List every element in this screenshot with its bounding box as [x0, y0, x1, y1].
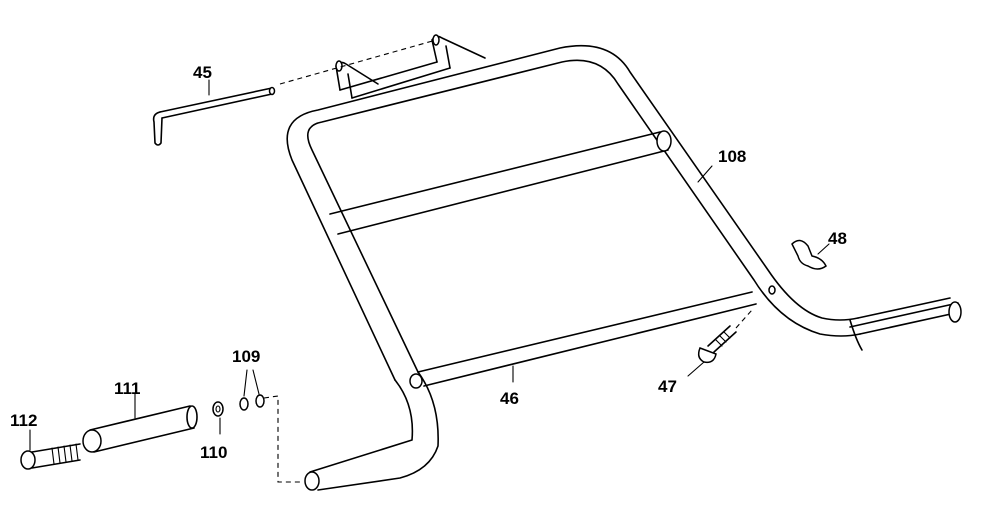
hex-wrench-part — [152, 79, 276, 146]
bolt-part — [687, 309, 753, 377]
callout-111: 111 — [114, 379, 141, 398]
callout-45: 45 — [193, 63, 212, 82]
wing-nut-part — [768, 239, 830, 295]
callout-46: 46 — [500, 389, 519, 408]
callout-108: 108 — [718, 147, 746, 166]
main-frame-part — [286, 44, 962, 491]
top-bracket — [279, 34, 486, 99]
washers-part — [212, 369, 302, 483]
roller-tube-part — [82, 393, 198, 453]
callout-47: 47 — [658, 377, 677, 396]
callout-110: 110 — [200, 443, 227, 462]
lower-rod-part — [409, 291, 757, 389]
callout-112: 112 — [10, 411, 37, 430]
callout-48: 48 — [828, 229, 847, 248]
callout-109: 109 — [232, 347, 260, 366]
axle-bolt-part — [20, 429, 81, 470]
